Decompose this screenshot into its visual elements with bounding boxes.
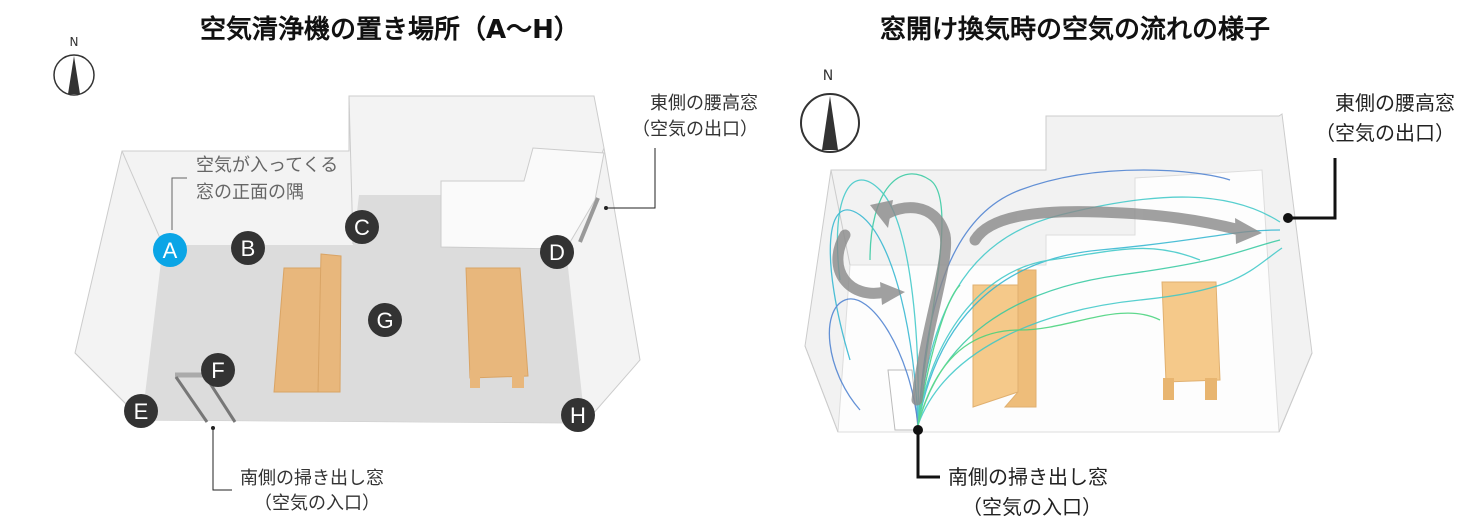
svg-text:南側の掃き出し窓: 南側の掃き出し窓 (948, 465, 1108, 489)
desk (465, 267, 529, 388)
svg-text:東側の腰高窓: 東側の腰高窓 (650, 93, 758, 114)
compass-n-label: N (823, 68, 833, 84)
placement-markers: A B C D E F G H (124, 210, 595, 432)
svg-text:空気が入ってくる: 空気が入ってくる (196, 155, 338, 176)
corner-annotation: 空気が入ってくる 窓の正面の隅 (171, 155, 338, 230)
east-window (578, 197, 600, 243)
compass-icon: N (800, 68, 860, 153)
south-window-label: 南側の掃き出し窓 （空気の入口） (211, 426, 384, 514)
streamlines (828, 169, 1283, 426)
svg-text:南側の掃き出し窓: 南側の掃き出し窓 (240, 468, 384, 489)
marker-g[interactable]: G (368, 303, 402, 337)
svg-text:D: D (549, 240, 565, 265)
compass-icon: N (53, 35, 95, 96)
sofa (972, 269, 1037, 408)
svg-text:F: F (211, 358, 224, 383)
right-panel: 窓開け換気時の空気の流れの様子 N (800, 14, 1455, 519)
svg-text:E: E (134, 399, 149, 424)
left-title: 空気清浄機の置き場所（A〜H） (200, 14, 580, 45)
svg-text:（空気の出口）: （空気の出口） (632, 119, 758, 140)
svg-text:（空気の出口）: （空気の出口） (1315, 121, 1455, 145)
sofa (273, 253, 342, 393)
room-model (74, 95, 641, 424)
swirl-arrow (832, 229, 891, 299)
south-window-label: 南側の掃き出し窓 （空気の入口） (913, 425, 1108, 519)
svg-text:（空気の入口）: （空気の入口） (254, 493, 380, 514)
svg-text:（空気の入口）: （空気の入口） (962, 495, 1102, 519)
room-model (804, 113, 1313, 433)
marker-f[interactable]: F (201, 353, 235, 387)
marker-d[interactable]: D (540, 235, 574, 269)
inflow-arrow (879, 202, 952, 406)
svg-text:B: B (241, 236, 256, 261)
marker-b[interactable]: B (231, 231, 265, 265)
right-title: 窓開け換気時の空気の流れの様子 (880, 14, 1270, 45)
marker-c[interactable]: C (345, 210, 379, 244)
marker-a[interactable]: A (153, 233, 187, 267)
svg-text:H: H (570, 403, 586, 428)
east-window-label: 東側の腰高窓 （空気の出口） (604, 93, 758, 210)
svg-text:A: A (163, 238, 178, 263)
east-window-label: 東側の腰高窓 （空気の出口） (1283, 91, 1455, 223)
marker-e[interactable]: E (124, 394, 158, 428)
compass-n-label: N (70, 35, 79, 49)
left-panel: 空気清浄機の置き場所（A〜H） N (53, 14, 758, 514)
airflow-arrows (832, 200, 1262, 406)
svg-text:東側の腰高窓: 東側の腰高窓 (1335, 91, 1455, 115)
marker-h[interactable]: H (561, 398, 595, 432)
desk (1161, 281, 1221, 400)
svg-text:G: G (376, 308, 393, 333)
svg-text:C: C (354, 215, 370, 240)
svg-text:窓の正面の隅: 窓の正面の隅 (196, 182, 304, 203)
outflow-arrow (969, 206, 1246, 246)
